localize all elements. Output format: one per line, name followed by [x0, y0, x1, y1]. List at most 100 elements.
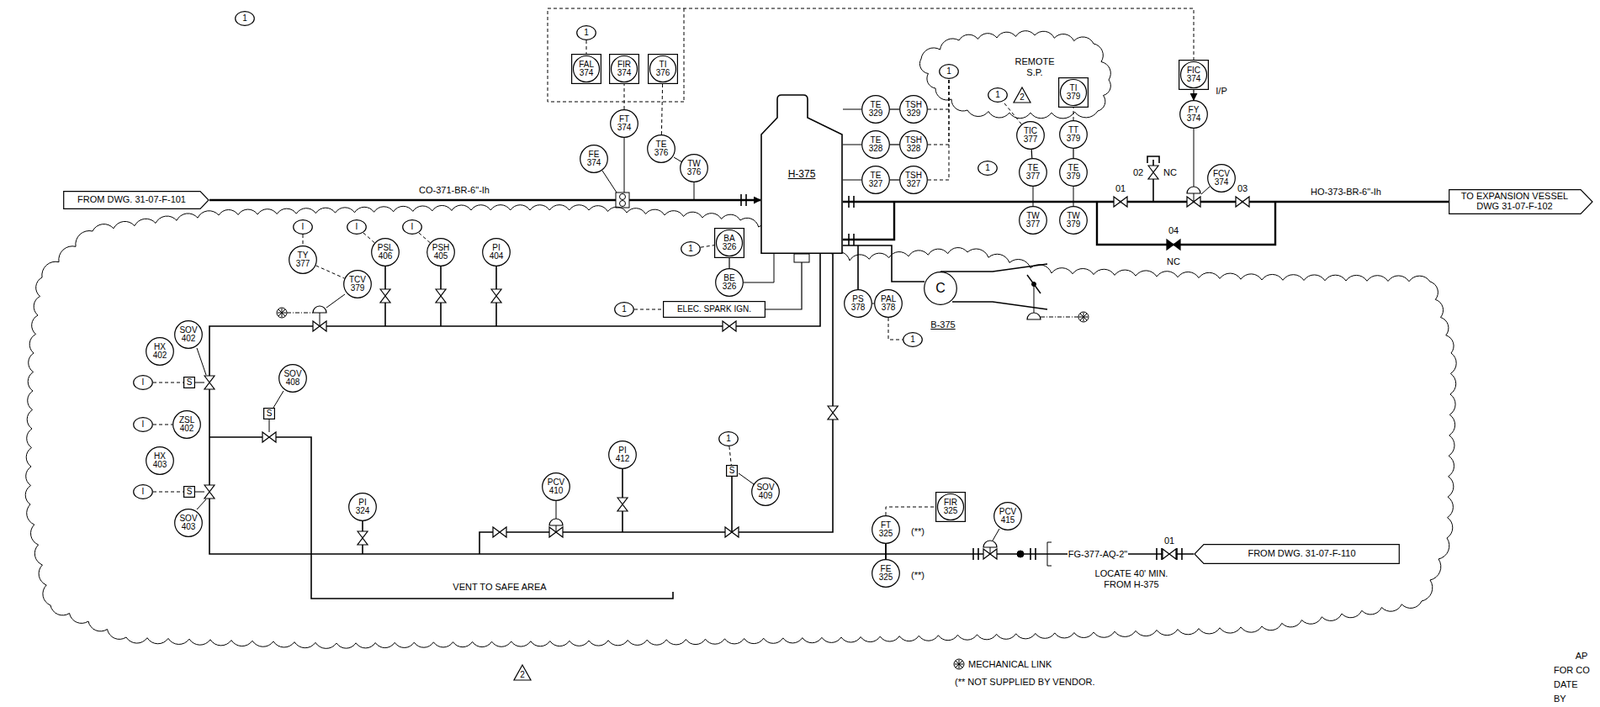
node-label: FE 374: [587, 150, 602, 169]
node-label: 1: [725, 434, 732, 445]
interlock-tag: I: [346, 219, 367, 235]
annotation: VENT TO SAFE AREA: [451, 582, 547, 594]
node-label: S: [729, 466, 736, 477]
node-label: PI 324: [355, 498, 371, 517]
node-label: PCV 415: [999, 508, 1018, 526]
node-label: BE 326: [722, 274, 737, 292]
valve-group: [435, 289, 446, 303]
bubble-outline: [349, 493, 377, 522]
valve-group: [276, 307, 287, 318]
bubble-outline: [1059, 206, 1088, 235]
valve-group: [549, 519, 563, 526]
instrument-bubble: TE 329: [861, 95, 891, 124]
equipment-detail: [619, 201, 626, 207]
signal-line: [624, 84, 626, 110]
bubble-outline: [872, 516, 901, 545]
instrument-bubble: TW 379: [1059, 206, 1088, 235]
node-label: 1: [910, 335, 916, 345]
legend-text: MECHANICAL LINK: [967, 659, 1053, 671]
signal-line: [888, 317, 903, 340]
utility-pipe: [362, 469, 886, 560]
node-label: 1: [583, 28, 589, 38]
tag-outline: [614, 302, 635, 318]
signal-line: [927, 79, 949, 110]
node-label: FIR 325: [943, 498, 959, 517]
node-label: I: [142, 378, 145, 388]
node-label: TW 376: [687, 159, 702, 178]
tag-outline: [133, 485, 154, 500]
instrument-line: [195, 382, 270, 493]
utility-pipe: [209, 156, 1194, 599]
signal-line: [634, 309, 663, 311]
node-label: FROM DWG. 31-07-F-110: [1247, 549, 1356, 560]
bubble-outline: [610, 110, 639, 138]
instrument-line: [1027, 275, 1041, 294]
instrument-bubble: SOV 408: [278, 364, 308, 393]
node-label: S: [266, 409, 273, 419]
instrument-bubble: PCV 410: [541, 472, 571, 502]
node-label: 1: [946, 67, 952, 77]
instrument-bubble: TSH 329: [899, 95, 928, 124]
bubble-outline: [427, 238, 456, 267]
valve-group: [380, 289, 391, 303]
node-label: TY 377: [296, 251, 311, 270]
node-label: 1: [688, 244, 694, 255]
vessel-outline: [761, 95, 843, 254]
bubble-outline: [609, 441, 637, 470]
node-label: TW 377: [1026, 211, 1041, 230]
utility-pipe: [1147, 156, 1160, 202]
instrument-line: [1047, 542, 1052, 567]
bubble-outline: [900, 166, 928, 195]
process-line: [842, 201, 1449, 203]
bubble-outline: [611, 56, 638, 83]
instrument-bubble: TSH 328: [899, 130, 928, 159]
node-label: FAL 374: [578, 60, 594, 79]
instrument-bubble: BE 326: [715, 268, 744, 297]
instrument-bubble: TSH 327: [899, 165, 928, 195]
shared-display: FIC 374: [1178, 59, 1209, 91]
signal-line: [890, 179, 900, 181]
solenoid-box: S: [263, 407, 276, 420]
signal-line: [316, 265, 345, 279]
node-label: PS 378: [851, 295, 866, 313]
display-box: [1179, 60, 1209, 91]
signal-boundary: [683, 8, 685, 102]
annotation: (** NOT SUPPLIED BY VENDOR.: [953, 677, 1096, 689]
instrument-bubble: TE 328: [861, 130, 891, 159]
instrument-bubble: PI 404: [482, 238, 511, 267]
annotation: AP: [1574, 651, 1590, 663]
instrument-bubble: PCV 415: [993, 502, 1023, 531]
annotation: 01: [1163, 535, 1176, 547]
node-label: TE 379: [1066, 164, 1081, 182]
annotation: 02: [1132, 167, 1145, 179]
node-label: FY 374: [1186, 105, 1202, 124]
interlock-tag: 1: [576, 25, 597, 41]
node-label: HX 402: [153, 343, 168, 361]
valve-group: [204, 376, 215, 390]
shared-display: FAL 374: [571, 53, 602, 85]
bubble-outline: [752, 478, 780, 507]
interlock-tag: I: [402, 219, 423, 235]
valve-group: [1113, 196, 1128, 207]
signal-line: [1072, 148, 1074, 159]
solenoid-box: S: [183, 376, 196, 389]
triangle-outline: [1013, 87, 1031, 103]
interlock-tag: 1: [718, 431, 739, 447]
node-label: TE 327: [868, 171, 884, 190]
shared-display: BA 326: [714, 227, 745, 259]
valve-group: [204, 165, 1250, 670]
instrument-bubble: FE 325: [871, 559, 901, 589]
equipment-detail: [794, 254, 810, 263]
offpage-outline: [1449, 190, 1593, 215]
mechanical-link-line: [286, 312, 313, 314]
process-pipe: [1096, 201, 1276, 245]
annotation: 03: [1236, 183, 1249, 195]
valve-group: [1027, 312, 1041, 320]
signal-boundary: [547, 8, 1194, 102]
instrument-bubble: SOV 409: [751, 477, 780, 507]
equipment-detail: [619, 194, 626, 201]
bubble-outline: [482, 238, 511, 267]
bubble-outline: [1060, 79, 1087, 106]
node-label: TO EXPANSION VESSEL DWG 31-07-F-102: [1461, 191, 1569, 212]
display-box: [572, 54, 602, 85]
